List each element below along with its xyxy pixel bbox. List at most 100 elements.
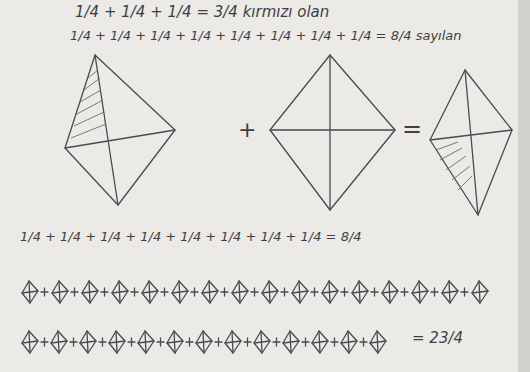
small-kite bbox=[232, 281, 258, 303]
small-kite bbox=[80, 331, 106, 353]
plus-mark bbox=[331, 338, 338, 346]
page-edge bbox=[518, 0, 530, 372]
kite-diagonals bbox=[65, 55, 175, 205]
plus-mark bbox=[41, 288, 48, 296]
plus-mark bbox=[186, 338, 193, 346]
kite-outline bbox=[262, 281, 278, 303]
small-kite bbox=[167, 331, 193, 353]
kite-diagonals bbox=[412, 281, 428, 303]
kite-outline bbox=[472, 281, 488, 303]
kite-outline bbox=[109, 331, 125, 353]
small-kite bbox=[283, 331, 309, 353]
kite-diagonals bbox=[322, 281, 338, 303]
kite-outline bbox=[51, 331, 67, 353]
small-kite bbox=[442, 281, 468, 303]
plus-mark bbox=[311, 288, 318, 296]
handwritten-note: = 23/4 bbox=[412, 330, 463, 347]
small-kite bbox=[312, 331, 338, 353]
kite-diagonals bbox=[202, 281, 218, 303]
kite-outline bbox=[225, 331, 241, 353]
plus-mark bbox=[131, 288, 138, 296]
plus-mark bbox=[251, 288, 258, 296]
small-kite bbox=[412, 281, 438, 303]
kite-outline bbox=[138, 331, 154, 353]
kite-outline bbox=[292, 281, 308, 303]
kite-outline bbox=[172, 281, 188, 303]
kite-outline bbox=[341, 331, 357, 353]
kite-diagonals bbox=[172, 281, 188, 303]
kite-outline bbox=[22, 331, 38, 353]
kite-outline bbox=[283, 331, 299, 353]
kite-diagonals bbox=[22, 281, 38, 303]
plus-mark bbox=[371, 288, 378, 296]
plus-mark bbox=[215, 338, 222, 346]
plus-mark bbox=[281, 288, 288, 296]
plus-mark bbox=[128, 338, 135, 346]
kite-diagonals bbox=[112, 281, 128, 303]
kite-outline bbox=[82, 281, 98, 303]
kite-right bbox=[430, 70, 512, 215]
small-kite bbox=[341, 331, 367, 353]
kite-outline bbox=[412, 281, 428, 303]
kite-diagonals bbox=[292, 281, 308, 303]
handwritten-note: 1/4 + 1/4 + 1/4 + 1/4 + 1/4 + 1/4 + 1/4 … bbox=[20, 230, 362, 244]
kite-diagonals bbox=[52, 281, 68, 303]
plus-mark bbox=[244, 338, 251, 346]
kite-outline bbox=[202, 281, 218, 303]
handwritten-note: + bbox=[238, 118, 256, 142]
kite-outline bbox=[382, 281, 398, 303]
small-kite bbox=[82, 281, 108, 303]
plus-mark bbox=[101, 288, 108, 296]
kite-diagonals bbox=[430, 70, 512, 215]
handwritten-note: 1/4 + 1/4 + 1/4 = 3/4 kırmızı olan bbox=[75, 4, 329, 21]
plus-mark bbox=[302, 338, 309, 346]
plus-mark bbox=[341, 288, 348, 296]
small-kite bbox=[352, 281, 378, 303]
kite-diagonals bbox=[22, 331, 38, 353]
small-kite bbox=[22, 331, 48, 353]
kite-outline bbox=[142, 281, 158, 303]
kite-diagonals bbox=[109, 331, 125, 353]
kite-diagonals bbox=[382, 281, 398, 303]
kite-outline bbox=[270, 55, 395, 210]
small-kite bbox=[138, 331, 164, 353]
small-kite bbox=[52, 281, 78, 303]
kite-outline bbox=[80, 331, 96, 353]
kite-diagonals bbox=[80, 331, 96, 353]
plus-mark bbox=[70, 338, 77, 346]
small-kite bbox=[202, 281, 228, 303]
plus-mark bbox=[360, 338, 367, 346]
kite-diagonals bbox=[51, 331, 67, 353]
kite-outline bbox=[232, 281, 248, 303]
kite-diagonals bbox=[232, 281, 248, 303]
plus-mark bbox=[41, 338, 48, 346]
small-kites bbox=[22, 281, 488, 353]
plus-mark bbox=[401, 288, 408, 296]
small-kite bbox=[112, 281, 138, 303]
kite-outline bbox=[112, 281, 128, 303]
kite-outline bbox=[52, 281, 68, 303]
kite-outline bbox=[167, 331, 183, 353]
kite-diagonals bbox=[312, 331, 328, 353]
kite-diagonals bbox=[82, 281, 98, 303]
kite-diagonals bbox=[352, 281, 368, 303]
small-kite bbox=[196, 331, 222, 353]
handwritten-note: 1/4 + 1/4 + 1/4 + 1/4 + 1/4 + 1/4 + 1/4 … bbox=[70, 29, 462, 43]
kite-outline bbox=[370, 331, 386, 353]
small-kite bbox=[292, 281, 318, 303]
kite-outline bbox=[442, 281, 458, 303]
plus-mark bbox=[431, 288, 438, 296]
kite-diagonals bbox=[262, 281, 278, 303]
small-kite bbox=[22, 281, 48, 303]
plus-mark bbox=[461, 288, 468, 296]
kite-diagonals bbox=[142, 281, 158, 303]
kite-outline bbox=[312, 331, 328, 353]
kite-diagonals bbox=[270, 55, 395, 210]
small-kite bbox=[370, 331, 386, 353]
kite-diagonals bbox=[341, 331, 357, 353]
kite-diagonals bbox=[283, 331, 299, 353]
